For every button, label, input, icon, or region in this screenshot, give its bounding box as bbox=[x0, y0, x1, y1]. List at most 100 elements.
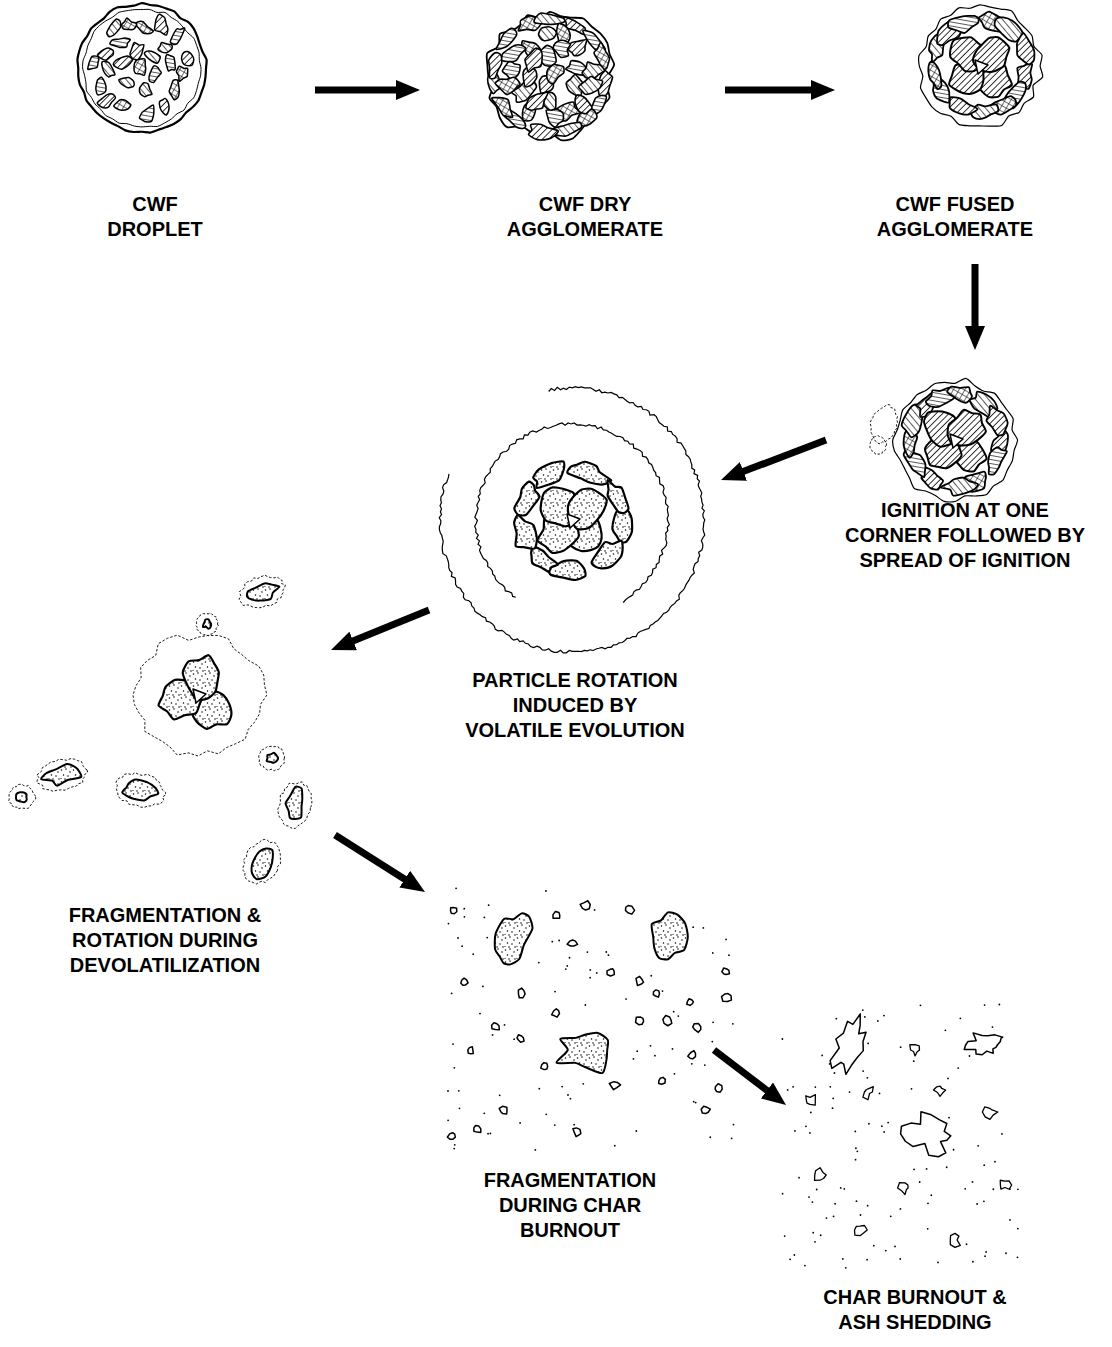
ash-dot bbox=[1017, 1256, 1019, 1258]
ash-dot bbox=[570, 1098, 572, 1100]
coal-particle bbox=[182, 52, 194, 66]
coal-particle bbox=[948, 16, 979, 33]
ash-dot bbox=[856, 1150, 858, 1152]
ash-dot bbox=[867, 1043, 869, 1045]
ash-dot bbox=[983, 1164, 985, 1166]
stage-caption: CWF DROPLET bbox=[95, 192, 215, 242]
ash-dot bbox=[464, 916, 466, 918]
char-particle bbox=[514, 515, 537, 549]
fused-agglomerate-figure bbox=[919, 5, 1043, 126]
small-fragment bbox=[474, 1126, 481, 1133]
small-fragment bbox=[492, 1023, 500, 1030]
swirl-envelope bbox=[439, 387, 705, 653]
ash-dot bbox=[994, 1161, 996, 1163]
coal-particle bbox=[1017, 33, 1034, 64]
ash-dot bbox=[499, 1094, 501, 1096]
coal-particle bbox=[986, 406, 1007, 436]
ash-dot bbox=[674, 1073, 676, 1075]
coal-particle bbox=[949, 97, 977, 114]
ash-dot bbox=[913, 1060, 915, 1062]
coal-particle bbox=[575, 95, 592, 114]
ash-dot bbox=[545, 890, 547, 892]
flame-envelope bbox=[259, 746, 285, 771]
flame-envelope bbox=[37, 758, 88, 791]
ash-dot bbox=[984, 1004, 986, 1006]
ash-dot bbox=[862, 1070, 864, 1072]
ash-dot bbox=[1017, 1188, 1019, 1190]
ash-dot bbox=[887, 1122, 889, 1124]
ash-dot bbox=[976, 1203, 978, 1205]
ash-dot bbox=[879, 1093, 881, 1095]
char-fragment bbox=[41, 764, 81, 786]
stage-caption: FRAGMENTATION & ROTATION DURING DEVOLATI… bbox=[60, 903, 270, 978]
agglomerate-outline bbox=[919, 5, 1043, 126]
ash-dot bbox=[833, 1216, 835, 1218]
ash-dot bbox=[608, 954, 610, 956]
ash-dot bbox=[972, 1261, 974, 1263]
ash-dot bbox=[868, 1123, 870, 1125]
ash-dot bbox=[732, 1023, 734, 1025]
small-fragment bbox=[663, 1016, 672, 1026]
small-fragment bbox=[580, 901, 590, 910]
small-fragment bbox=[636, 976, 644, 985]
small-fragment bbox=[468, 1047, 473, 1054]
ash-dot bbox=[992, 1026, 994, 1028]
ash-dot bbox=[789, 1258, 791, 1260]
coal-particle bbox=[155, 14, 168, 35]
coal-particle bbox=[947, 387, 972, 403]
small-fragment bbox=[653, 990, 659, 997]
ash-dot bbox=[805, 1125, 807, 1127]
ash-dot bbox=[691, 1063, 693, 1065]
ash-dot bbox=[451, 993, 453, 995]
ash-dot bbox=[488, 904, 490, 906]
ash-dot bbox=[977, 1145, 979, 1147]
ash-dot bbox=[504, 1024, 506, 1026]
ash-dot bbox=[489, 1133, 491, 1135]
devolatilization-figure bbox=[9, 575, 312, 884]
ash-dot bbox=[712, 1021, 714, 1023]
ash-dot bbox=[733, 1124, 735, 1126]
ash-dot bbox=[454, 1144, 456, 1146]
ash-dot bbox=[834, 1203, 836, 1205]
coal-particle bbox=[546, 109, 563, 127]
ash-dot bbox=[569, 957, 571, 959]
ash-dot bbox=[538, 1088, 540, 1090]
ash-dot bbox=[840, 1187, 842, 1189]
ash-dot bbox=[834, 1072, 836, 1074]
ash-dot bbox=[725, 939, 727, 941]
char-fragment bbox=[16, 792, 27, 802]
ash-dot bbox=[883, 1015, 885, 1017]
flame-envelope bbox=[870, 435, 887, 454]
char-fragment bbox=[267, 753, 279, 763]
coal-particle bbox=[492, 98, 513, 118]
flame-envelope bbox=[116, 773, 166, 808]
ash-dot bbox=[693, 1101, 695, 1103]
coal-particle bbox=[525, 48, 542, 72]
coal-particle bbox=[113, 56, 133, 69]
char-burnout-figure bbox=[447, 887, 734, 1150]
ash-dot bbox=[452, 1043, 454, 1045]
small-fragment bbox=[722, 968, 730, 974]
ash-dot bbox=[554, 1124, 556, 1126]
ash-dot bbox=[662, 990, 664, 992]
ash-dot bbox=[808, 1196, 810, 1198]
rotation-figure bbox=[439, 387, 705, 653]
ash-dot bbox=[862, 1009, 864, 1011]
ash-dot bbox=[545, 1113, 547, 1115]
ignition-figure bbox=[870, 378, 1018, 502]
ash-dot bbox=[866, 1259, 868, 1261]
ash-dot bbox=[558, 940, 560, 942]
coal-particle bbox=[165, 55, 175, 71]
ash-dot bbox=[814, 1086, 816, 1088]
coal-particle bbox=[88, 56, 99, 69]
ash-dot bbox=[589, 977, 591, 979]
ash-dot bbox=[832, 1107, 834, 1109]
ash-dot bbox=[614, 1145, 616, 1147]
flow-arrow bbox=[335, 835, 406, 880]
stage-caption: CWF FUSED AGGLOMERATE bbox=[873, 192, 1038, 242]
ash-dot bbox=[455, 887, 457, 889]
ash-dot bbox=[635, 1130, 637, 1132]
ash-dot bbox=[513, 1038, 515, 1040]
small-fragment bbox=[567, 940, 577, 946]
